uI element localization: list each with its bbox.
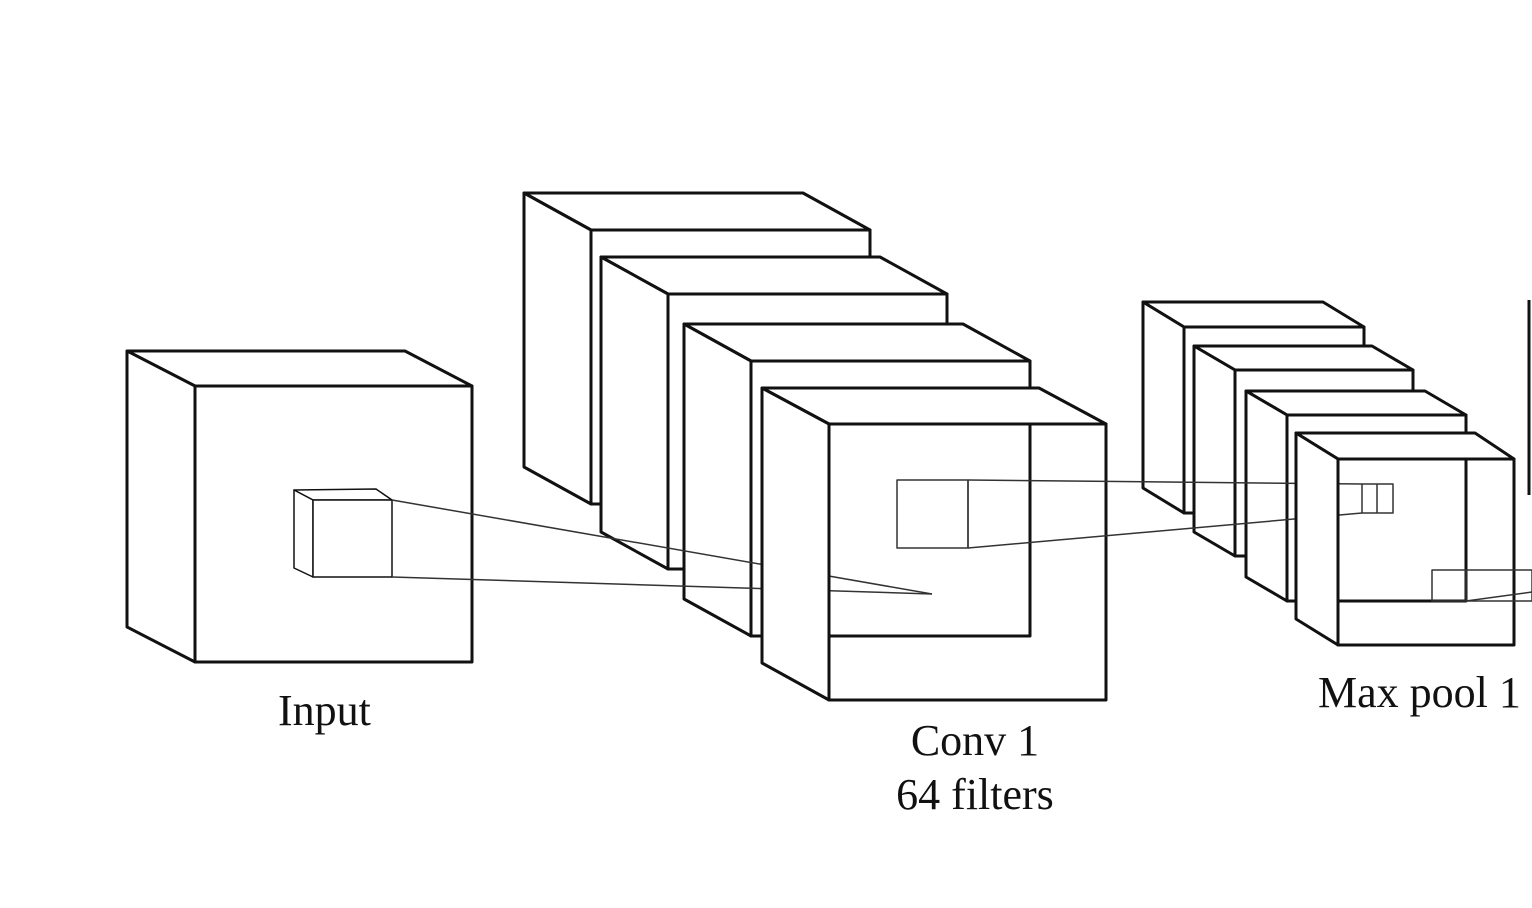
conv1-map-4 (760, 386, 1108, 702)
pool1-out-window (1431, 569, 1532, 602)
pool1-label: Max pool 1 (1318, 668, 1521, 717)
pool1-map-4 (1294, 431, 1516, 647)
conv1-label: Conv 1 64 filters (880, 714, 1070, 822)
input-kernel (293, 488, 393, 578)
input-to-conv-connector (391, 499, 933, 595)
pool1-cell (1361, 483, 1394, 514)
conv1-filters: 64 filters (896, 770, 1054, 819)
input-label: Input (278, 686, 371, 735)
conv1-name: Conv 1 (910, 716, 1040, 765)
conv1-pool-window (896, 479, 969, 549)
